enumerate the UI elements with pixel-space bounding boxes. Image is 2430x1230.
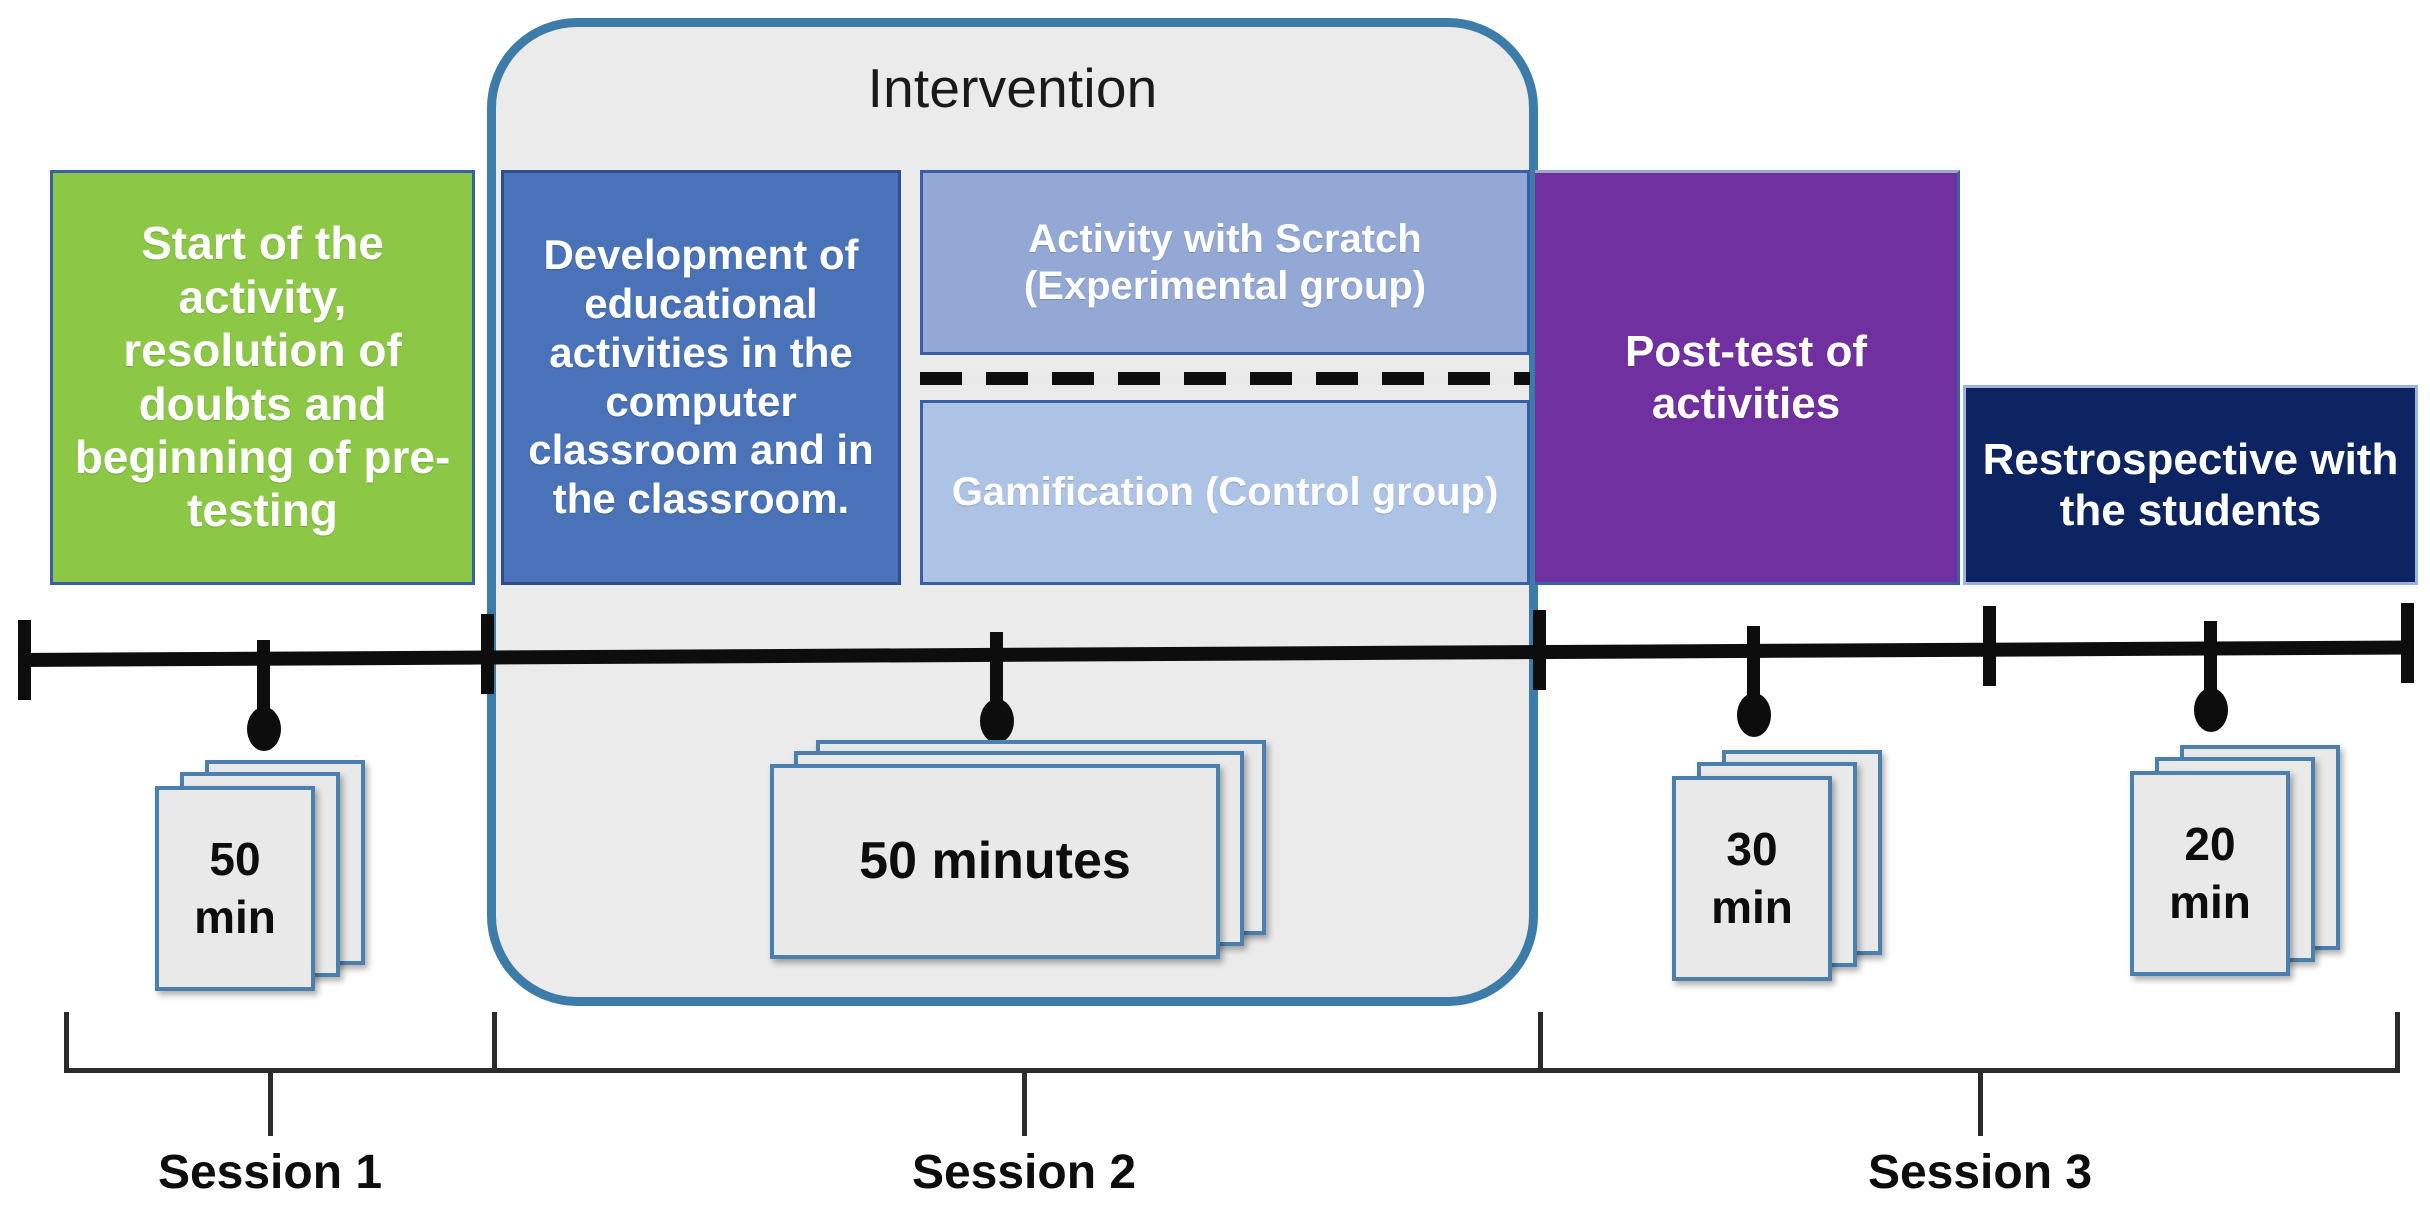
session-bracket-rail [64,1068,2400,1073]
duration-card-stack-1: 50 min [155,760,385,991]
duration-card-front-2: 50 minutes [770,764,1220,959]
duration-card-front-4: 20 min [2130,771,2290,976]
intervention-group-title: Intervention [867,57,1158,119]
marker-dot-3 [1737,693,1771,737]
duration-value-1: 50 [209,833,261,885]
duration-card-stack-4: 20 min [2130,745,2360,976]
phase-box-retrospective[interactable]: Restrospective with the students [1963,385,2418,585]
phase-box-activity-with-scratch[interactable]: Activity with Scratch (Experimental grou… [920,170,1530,355]
marker-stem-3 [1747,626,1760,701]
session-pointer-3 [1978,1073,1983,1136]
session-label-3: Session 3 [1867,1146,2093,1199]
duration-card-stack-3: 30 min [1672,750,1902,981]
session-bracket-tick-1-2 [492,1012,497,1070]
marker-stem-4 [2204,621,2217,696]
duration-value-3: 30 [1726,823,1778,875]
phase-box-gamification-control[interactable]: Gamification (Control group) [920,400,1530,585]
marker-dot-4 [2194,688,2228,732]
session-bracket-tick-left [64,1012,69,1070]
duration-unit-4: min [2169,875,2251,928]
session-bracket-tick-2-3 [1538,1012,1543,1070]
duration-unit-3: min [1711,880,1793,933]
session-label-2: Session 2 [911,1146,1137,1199]
session-bracket-tick-right [2395,1012,2400,1070]
session-label-1: Session 1 [157,1146,383,1199]
duration-card-front-3: 30 min [1672,776,1832,981]
session-pointer-1 [268,1073,273,1136]
duration-value-4: 20 [2184,818,2236,870]
duration-card-stack-2: 50 minutes [770,740,1300,980]
duration-card-front-1: 50 min [155,786,315,991]
marker-dot-1 [247,707,281,751]
marker-dot-2 [980,699,1014,743]
session-pointer-2 [1022,1073,1027,1136]
phase-box-development-of-activities[interactable]: Development of educational activities in… [501,170,901,585]
phase-box-start-of-activity[interactable]: Start of the activity, resolution of dou… [50,170,475,585]
duration-value-2: 50 minutes [859,832,1131,890]
experimental-control-dashed-divider [920,372,1530,385]
marker-stem-2 [990,632,1003,707]
duration-unit-1: min [194,890,276,943]
phase-box-post-test[interactable]: Post-test of activities [1535,170,1960,585]
